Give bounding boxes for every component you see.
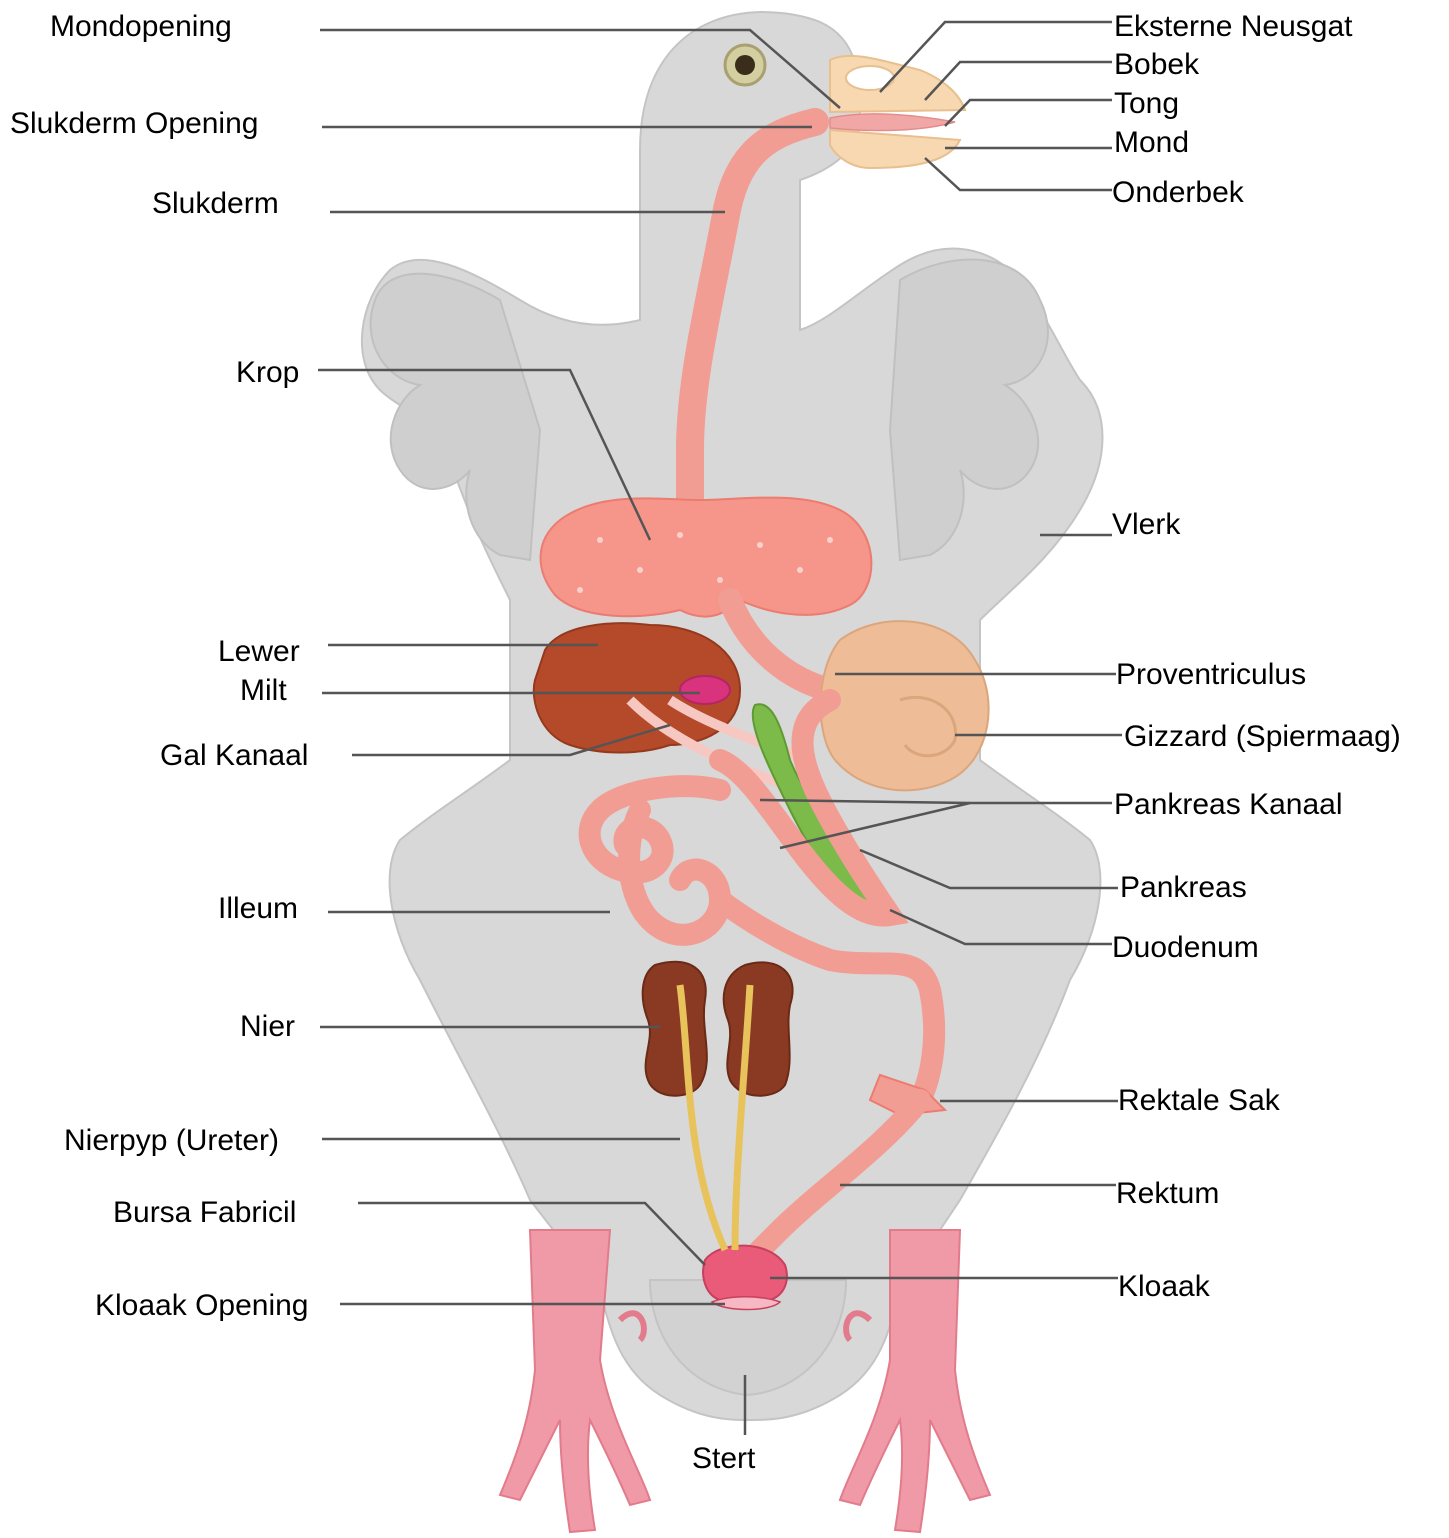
label-milt: Milt (240, 674, 287, 707)
eye-pupil (735, 55, 755, 75)
label-bursa: Bursa Fabricil (113, 1196, 296, 1229)
label-proventriculus: Proventriculus (1116, 658, 1306, 691)
label-tong: Tong (1114, 87, 1179, 120)
label-slukderm: Slukderm (152, 187, 279, 220)
leader-tong (945, 100, 1112, 126)
label-bobek: Bobek (1114, 48, 1200, 81)
label-rektum: Rektum (1116, 1177, 1219, 1210)
label-duodenum: Duodenum (1112, 931, 1259, 964)
label-vlerk: Vlerk (1112, 508, 1181, 541)
label-stert: Stert (692, 1442, 756, 1475)
label-krop: Krop (236, 356, 299, 389)
label-onderbek: Onderbek (1112, 176, 1245, 209)
label-illeum: Illeum (218, 892, 298, 925)
label-nierpyp: Nierpyp (Ureter) (64, 1124, 279, 1157)
label-nier: Nier (240, 1010, 295, 1043)
right-kidney (724, 962, 793, 1095)
cloaca (703, 1246, 787, 1300)
spleen (680, 676, 730, 704)
label-kloaak: Kloaak (1118, 1270, 1211, 1303)
label-gizzard: Gizzard (Spiermaag) (1124, 720, 1401, 753)
label-lewer: Lewer (218, 635, 300, 668)
label-mondopening: Mondopening (50, 10, 232, 43)
label-pankreas-kanaal: Pankreas Kanaal (1114, 788, 1343, 821)
label-rektale-sak: Rektale Sak (1118, 1084, 1281, 1117)
tongue (830, 114, 955, 131)
label-pankreas: Pankreas (1120, 871, 1247, 904)
crop (541, 498, 872, 617)
label-gal-kanaal: Gal Kanaal (160, 739, 308, 772)
gizzard (821, 621, 989, 790)
label-kloaak-opening: Kloaak Opening (95, 1289, 309, 1322)
lower-beak (830, 130, 960, 168)
label-eksterne-neusgat: Eksterne Neusgat (1114, 10, 1353, 43)
label-mond: Mond (1114, 126, 1189, 159)
labels-right: Eksterne Neusgat Bobek Tong Mond Onderbe… (1112, 10, 1401, 1303)
leader-onderbek (925, 158, 1112, 190)
left-kidney (643, 962, 707, 1096)
label-slukderm-opening: Slukderm Opening (10, 107, 258, 140)
